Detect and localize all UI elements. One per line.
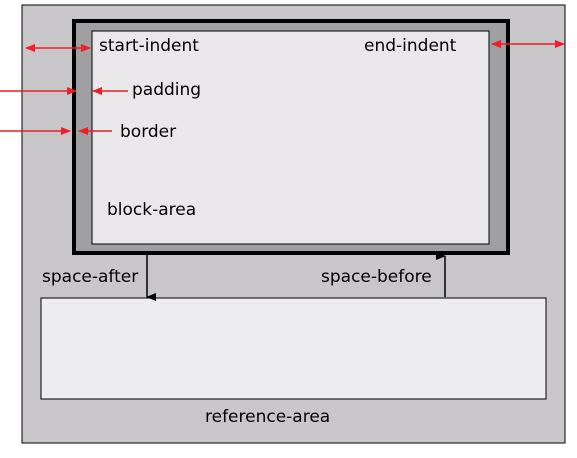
end-indent-label: end-indent — [364, 36, 457, 56]
padding-label: padding — [132, 80, 201, 100]
space-before-label: space-before — [321, 267, 432, 287]
border-label: border — [120, 122, 176, 142]
reference-area-label: reference-area — [205, 407, 330, 427]
block-area-label: block-area — [107, 200, 196, 220]
block-area-box — [91, 30, 490, 245]
space-after-label: space-after — [42, 267, 138, 287]
start-indent-label: start-indent — [99, 36, 199, 56]
border-box — [72, 19, 510, 255]
reference-area-box — [40, 297, 547, 400]
